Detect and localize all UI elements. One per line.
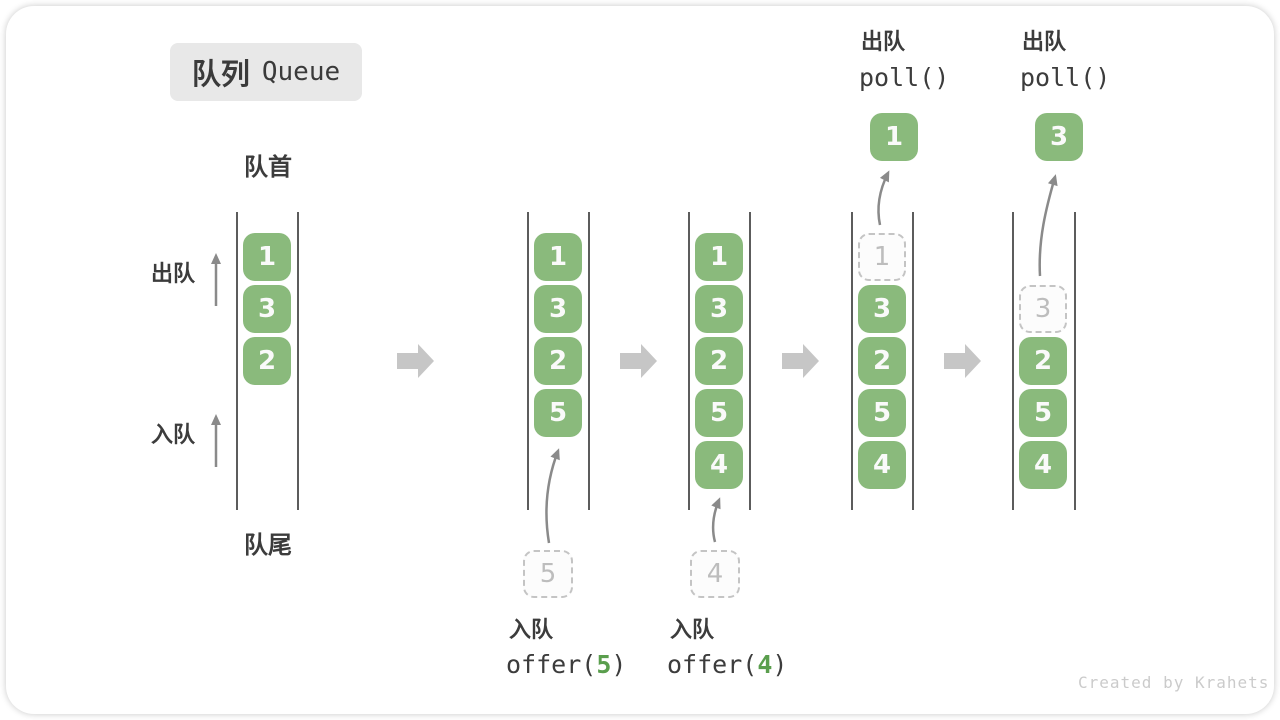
queue-wall [297,212,299,510]
queue-cell: 5 [695,389,743,437]
watermark: Created by Krahets [1078,673,1270,692]
queue-cell: 5 [534,389,582,437]
queue-wall [688,212,690,510]
queue-cell: 1 [534,233,582,281]
queue-wall [912,212,914,510]
queue-wall [749,212,751,510]
code-poll2: poll() [1020,63,1111,92]
code-offer5-post: ) [611,650,627,679]
code-offer4-post: ) [772,650,788,679]
incoming-element-ghost: 5 [523,550,573,598]
queue-cell: 3 [534,285,582,333]
queue-cell: 2 [695,337,743,385]
polled-element: 3 [1035,113,1083,161]
queue-cell: 1 [695,233,743,281]
queue-cell: 1 [243,233,291,281]
queue-cell: 5 [858,389,906,437]
queue-wall [527,212,529,510]
label-queue-front: 队首 [244,153,292,181]
queue-cell: 4 [695,441,743,489]
queue-cell: 2 [534,337,582,385]
queue-cell: 5 [1019,389,1067,437]
label-dequeue-op1: 出队 [861,30,906,55]
removed-element-ghost: 1 [858,233,906,281]
queue-cell: 2 [243,337,291,385]
code-offer5: offer(5) [506,652,626,677]
queue-cell: 4 [858,441,906,489]
queue-wall [1012,212,1014,510]
queue-cell: 2 [858,337,906,385]
code-offer5-arg: 5 [596,650,612,679]
code-offer4-arg: 4 [757,650,773,679]
diagram-card [6,6,1274,714]
queue-cell: 3 [695,285,743,333]
title-en: Queue [261,57,341,87]
code-offer4: offer(4) [667,652,787,677]
code-offer4-pre: offer( [667,650,758,679]
queue-cell: 3 [858,285,906,333]
queue-cell: 2 [1019,337,1067,385]
label-dequeue-op2: 出队 [1022,30,1067,55]
label-queue-rear: 队尾 [244,531,292,559]
label-enqueue-side: 入队 [151,423,196,448]
label-enqueue-op1: 入队 [509,618,554,643]
queue-cell: 4 [1019,441,1067,489]
queue-wall [1074,212,1076,510]
code-poll1: poll() [859,63,950,92]
code-offer5-pre: offer( [506,650,597,679]
queue-wall [851,212,853,510]
label-enqueue-op2: 入队 [670,618,715,643]
polled-element: 1 [870,113,918,161]
queue-cell: 3 [243,285,291,333]
title-zh: 队列 [191,57,250,91]
queue-wall [588,212,590,510]
removed-element-ghost: 3 [1019,285,1067,333]
incoming-element-ghost: 4 [690,550,740,598]
title-badge: 队列 Queue [170,43,362,101]
queue-wall [236,212,238,510]
label-dequeue-side: 出队 [151,262,196,287]
